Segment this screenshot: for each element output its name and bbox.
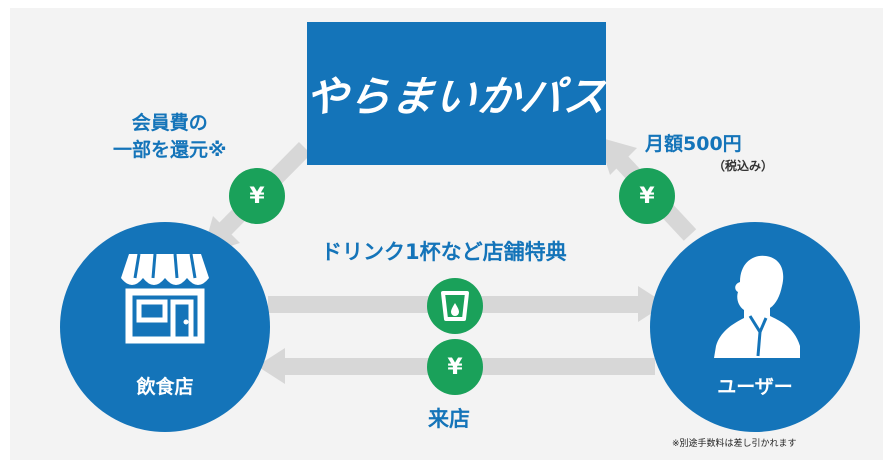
fee-return-line1: 会員費の xyxy=(131,112,208,134)
fee-footnote: ※別途手数料は差し引かれます xyxy=(672,439,797,449)
fee-return-label: 会員費の 一部を還元※ xyxy=(113,110,226,164)
yen-badge-visit: ¥ xyxy=(427,339,483,395)
tax-included-note: （税込み） xyxy=(713,159,774,173)
visit-label: 来店 xyxy=(428,407,470,431)
user-label: ユーザー xyxy=(717,376,793,398)
monthly-fee-label: 月額500円 xyxy=(645,133,742,155)
user-node: ユーザー xyxy=(650,222,860,432)
drink-badge xyxy=(427,278,483,334)
store-node: 飲食店 xyxy=(60,222,270,432)
yen-icon: ¥ xyxy=(639,183,655,209)
store-perk-label: ドリンク1杯など店舗特典 xyxy=(321,240,567,264)
store-label: 飲食店 xyxy=(136,376,194,398)
brand-logo-text: やらまいかパス xyxy=(303,72,610,121)
drink-cup-icon xyxy=(441,291,469,321)
yen-icon: ¥ xyxy=(249,183,265,209)
fee-return-line2: 一部を還元※ xyxy=(113,139,227,161)
storefront-icon xyxy=(121,253,209,344)
yen-badge-fee-return: ¥ xyxy=(229,168,285,224)
brand-logo-box: やらまいかパス xyxy=(303,22,609,165)
yen-badge-monthly-fee: ¥ xyxy=(619,168,675,224)
person-silhouette-icon xyxy=(714,255,800,358)
yen-icon: ¥ xyxy=(447,354,463,380)
